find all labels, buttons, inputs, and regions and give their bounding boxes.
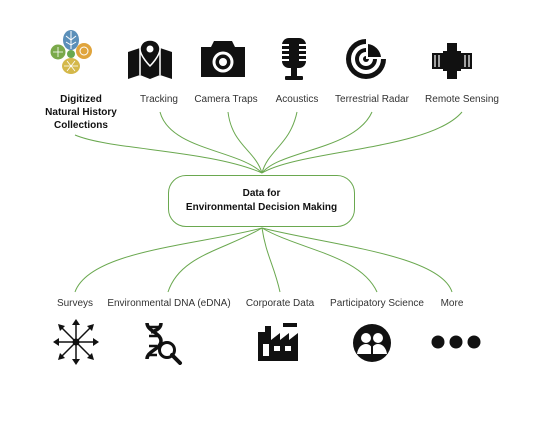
connector-surveys [74,227,263,293]
connector-edna [167,227,263,293]
compass-arrows-icon [53,319,99,365]
connector-tracking [159,111,263,174]
label-tracking: Tracking [140,94,178,105]
label-camera-traps: Camera Traps [194,94,258,105]
satellite-icon [432,43,472,79]
dna-search-icon [145,322,182,365]
connector-radar [261,111,373,174]
connector-more [261,227,453,293]
radar-icon [346,38,387,79]
label-collections: Digitized Natural History Collections [45,94,117,131]
label-edna: Environmental DNA (eDNA) [107,298,231,309]
connector-camera [227,111,263,174]
central-node: Data for Environmental Decision Making [168,175,355,227]
connector-participatory [261,227,378,293]
connector-corporate [261,227,281,293]
label-corporate-data: Corporate Data [245,298,315,309]
connector-acoustics [261,111,298,174]
label-acoustics: Acoustics [275,94,319,105]
connector-collections [74,134,263,174]
label-more: More [440,298,464,309]
label-surveys: Surveys [56,298,94,309]
ellipsis-icon [431,335,481,349]
people-circle-icon [353,324,391,362]
label-participatory-science: Participatory Science [330,298,424,309]
label-remote-sensing: Remote Sensing [425,94,499,105]
central-node-line2: Environmental Decision Making [185,202,338,213]
map-pin-icon [128,39,172,79]
camera-icon [201,41,245,77]
label-terrestrial-radar: Terrestrial Radar [335,94,409,105]
factory-icon [258,323,298,361]
connector-remote [261,111,463,174]
leaf-cluster-icon [50,30,92,74]
microphone-icon [282,38,306,80]
central-node-line1: Data for [242,188,281,199]
